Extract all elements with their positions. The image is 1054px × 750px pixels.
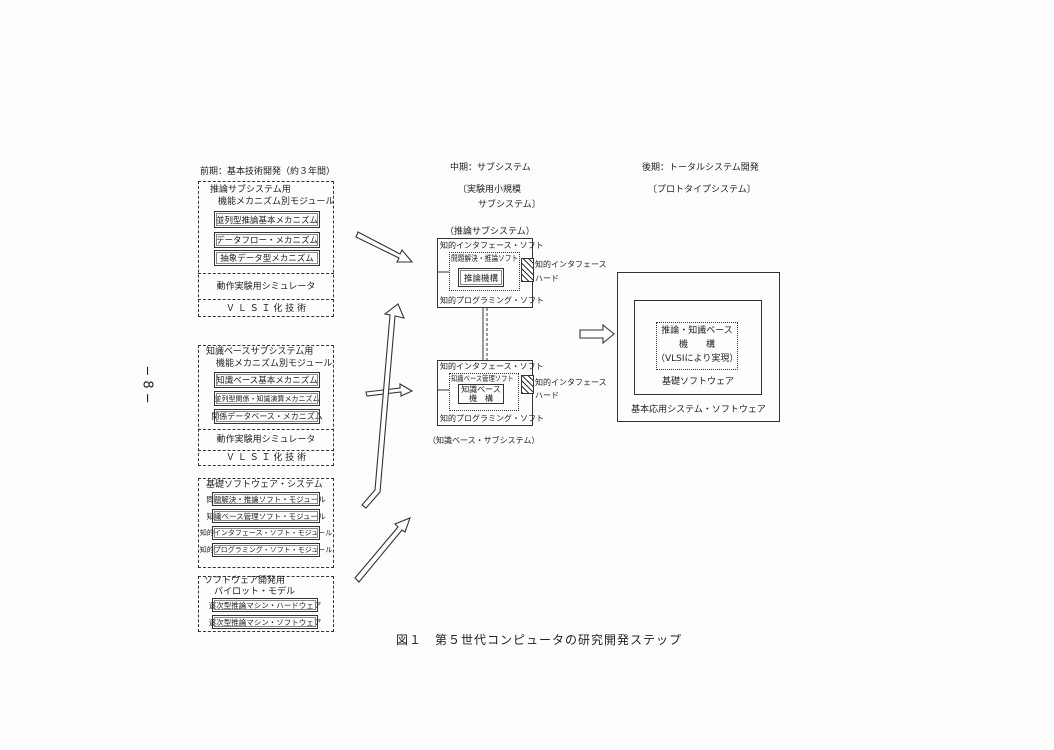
basic-software-box (634, 300, 762, 395)
vlsi-label: Ｖ Ｌ Ｓ Ｉ 化 技 術 (225, 304, 307, 314)
box-label: （VLSIにより実現） (656, 354, 739, 364)
core-box (458, 384, 504, 404)
divider (198, 429, 334, 430)
module-box: 知的インタフェース・ソフト・モジュール (200, 526, 332, 540)
basic-software-group (198, 478, 334, 568)
box-label: 基礎ソフトウェア (661, 377, 734, 387)
module-box: 問題解決・推論ソフト・モジュール (206, 492, 326, 506)
module-box: 逐次型推論マシン・ソフトウェア (209, 615, 321, 629)
late-title: 後期：トータルシステム開発 (642, 163, 759, 173)
module-box: 逐次型推論マシン・ハードウェア (209, 598, 321, 612)
hardware-label: 知的インタフェース (535, 378, 607, 387)
box-label: 知的インタフェース・ソフト (440, 362, 544, 371)
group-subtitle: 機能メカニズム別モジュール (216, 359, 333, 369)
box-label: 知識ベース管理ソフト (451, 374, 514, 383)
box-label: 知的プログラミング・ソフト (440, 296, 544, 305)
middle-subtitle: 〔実験用小規模 (458, 185, 522, 195)
group-title: 知識ベースサブシステム用 (206, 347, 314, 357)
knowledge-module-group (198, 345, 334, 466)
simulator-label: 動作実験用シミュレータ (216, 282, 316, 292)
module-box: 関係データベース・メカニズム (211, 409, 323, 424)
inner-box (449, 373, 519, 411)
box-label: 知識ベース (461, 385, 501, 394)
vlsi-label: Ｖ Ｌ Ｓ Ｉ 化 技 術 (225, 453, 307, 463)
arrow-icon (361, 303, 405, 509)
group-subtitle: 機能メカニズム別モジュール (218, 197, 335, 207)
middle-subtitle: サブシステム〕 (478, 200, 541, 210)
arrow-icon (355, 231, 414, 263)
double-arrow-icon (579, 323, 615, 345)
figure-caption: 図１ 第５世代コンピュータの研究開発ステップ (396, 633, 683, 647)
group-subtitle: パイロット・モデル (214, 587, 296, 597)
early-title: 前期：基本技術開発（約３年間） (200, 167, 336, 177)
knowledge-subsystem-label: （知識ベース・サブシステム） (428, 436, 540, 445)
box-label: 機 構 (469, 394, 493, 403)
core-box: 推論機構 (458, 268, 504, 287)
module-box: 知識ベース基本メカニズム (214, 372, 320, 388)
box-label: 問題解決・推論ソフト (451, 254, 519, 263)
late-subtitle: 〔プロトタイプシステム〕 (648, 185, 756, 195)
module-box: 抽象データ型メカニズム (214, 250, 320, 266)
hardware-hatch (521, 258, 534, 282)
arrow-icon (354, 517, 411, 583)
box-label: 推論・知識ベース (661, 326, 733, 336)
module-box: 並列型関係・知識演算メカニズム (214, 391, 320, 406)
divider (198, 273, 334, 274)
middle-title: 中期：サブシステム (450, 163, 531, 173)
prototype-system-box (617, 272, 780, 422)
hardware-label: 知的インタフェース (535, 260, 607, 269)
box-label: 知的プログラミング・ソフト (440, 414, 544, 423)
module-box: 知的プログラミング・ソフト・モジュール (200, 543, 332, 557)
simulator-label: 動作実験用シミュレータ (216, 435, 316, 445)
hardware-label: ハード (535, 391, 559, 400)
box-label: 知的インタフェース・ソフト (440, 241, 544, 250)
core-mechanism-box (656, 322, 738, 370)
group-title: 基礎ソフトウェア・システム (206, 480, 323, 490)
module-box: 並列型推論基本メカニズム (214, 211, 320, 228)
group-title: ソフトウェア開発用 (204, 576, 286, 586)
group-title: 推論サブシステム用 (210, 185, 291, 195)
inference-subsystem-label: （推論サブシステム） (445, 227, 535, 237)
divider (198, 299, 334, 300)
module-box: 知識ベース管理ソフト・モジュール (206, 509, 326, 523)
inference-module-group (198, 181, 334, 317)
hardware-label: ハード (535, 274, 559, 283)
box-label: 基本応用システム・ソフトウェア (631, 405, 766, 415)
hardware-hatch (521, 375, 534, 394)
inner-box (449, 252, 520, 291)
module-box: データフロー・メカニズム (214, 232, 320, 248)
pilot-model-group (198, 576, 334, 632)
box-label: 機 構 (678, 340, 715, 350)
divider (198, 450, 334, 451)
